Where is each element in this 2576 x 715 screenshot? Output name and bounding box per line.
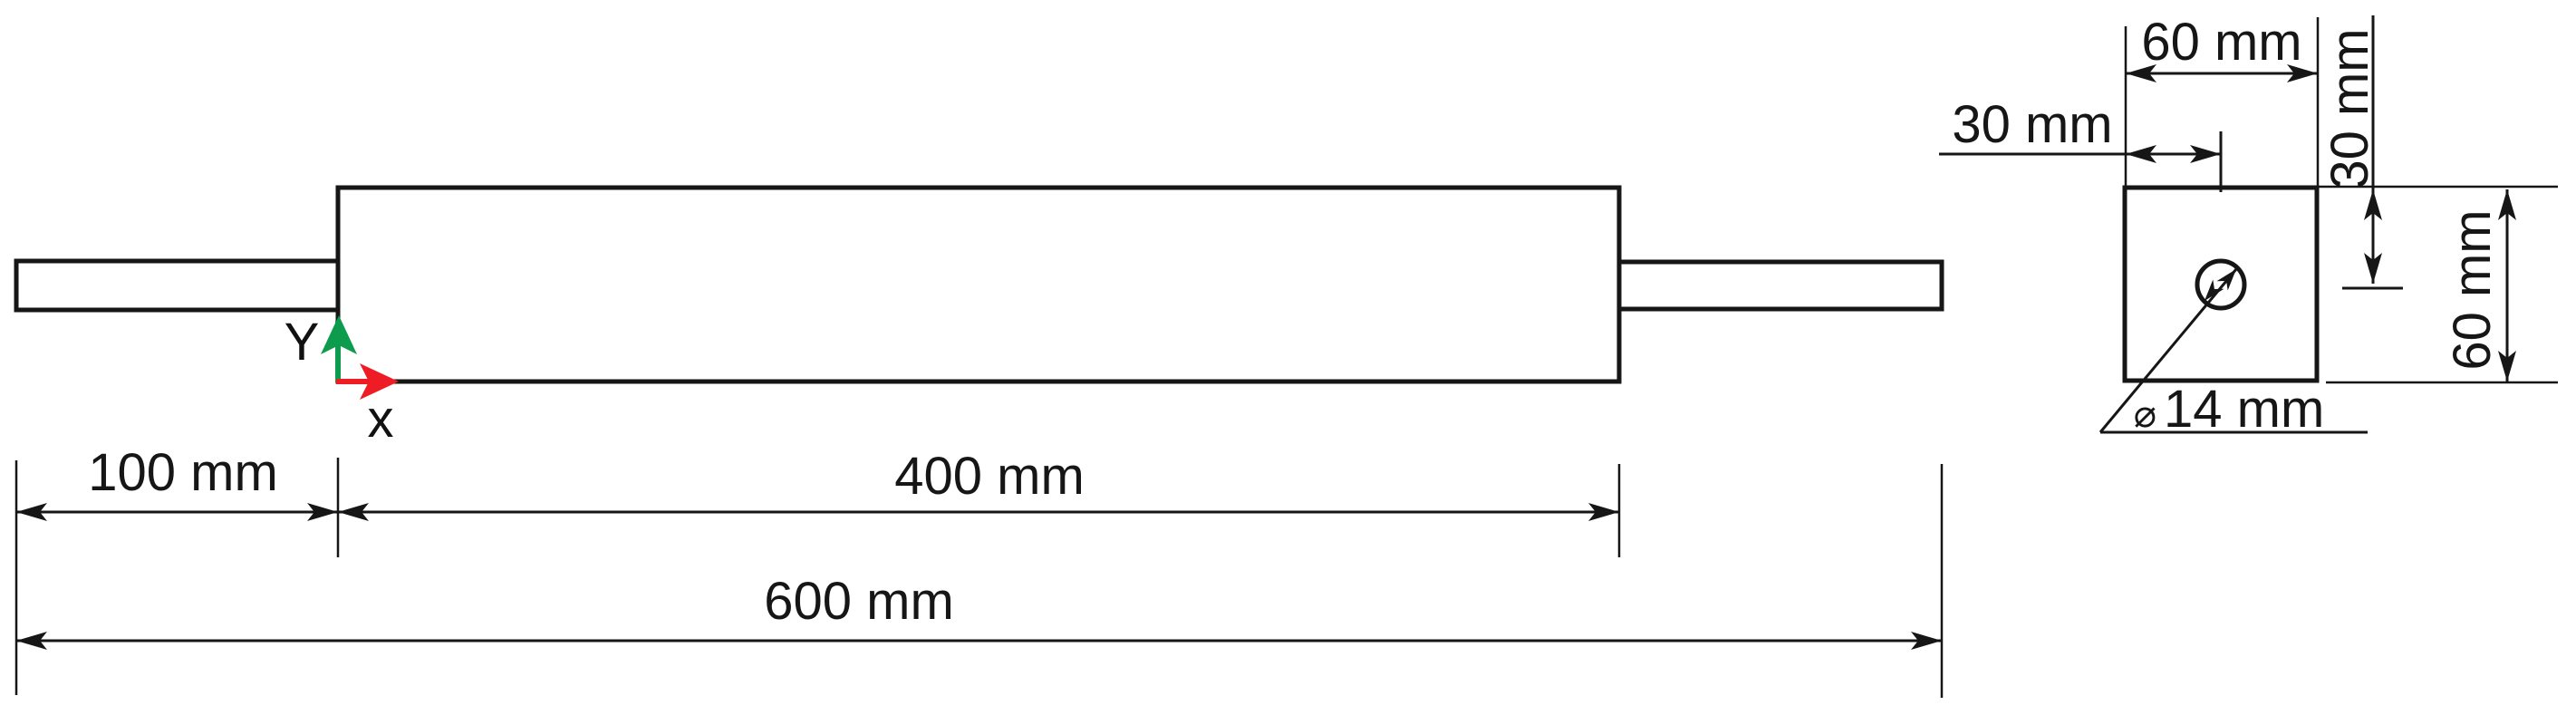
shaft-main-body <box>335 185 1622 384</box>
axis-label-x: x <box>367 390 394 449</box>
dim-label-400mm: 400 mm <box>894 447 1085 506</box>
hole-diameter-label: ⌀14 mm <box>2134 383 2325 436</box>
y-axis-arrow <box>321 315 357 382</box>
diameter-symbol: ⌀ <box>2133 392 2157 435</box>
section-dim-label-hole-x-30mm: 30 mm <box>1952 95 2113 154</box>
hole-diameter-arrowheads <box>2205 269 2236 301</box>
dim-label-100mm: 100 mm <box>88 443 278 502</box>
x-axis-arrow <box>336 363 399 400</box>
section-hole <box>2195 258 2247 311</box>
section-dim-label-hole-y-30mm: 30 mm <box>2320 28 2379 189</box>
diameter-value: 14 mm <box>2164 380 2325 439</box>
axis-label-y: Y <box>284 313 320 372</box>
section-dim-label-height-60mm: 60 mm <box>2443 209 2502 371</box>
shaft-left-segment <box>14 258 341 313</box>
section-dim-label-width-60mm: 60 mm <box>2141 13 2302 72</box>
dim-label-600mm: 600 mm <box>764 572 954 631</box>
hole-leader-diagonal <box>2098 268 2238 433</box>
shaft-right-segment <box>1616 259 1944 312</box>
